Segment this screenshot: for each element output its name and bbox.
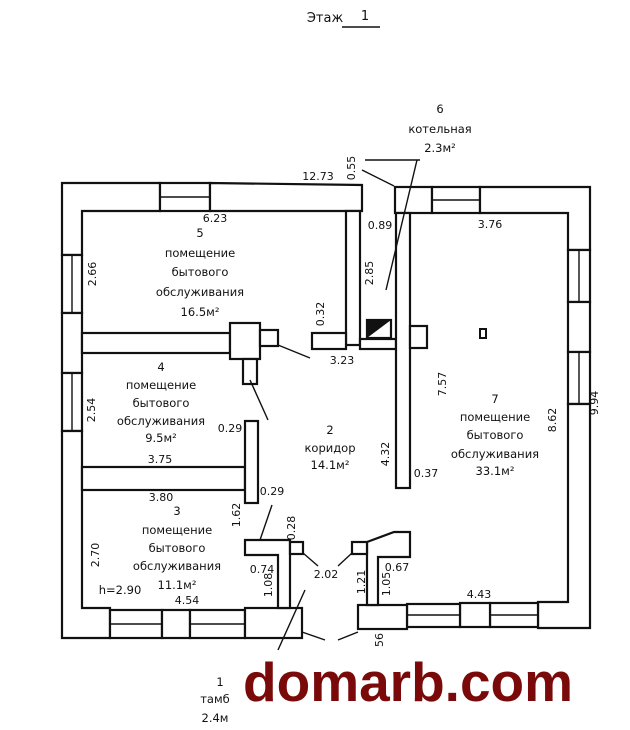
svg-text:9.5м²: 9.5м² — [145, 431, 177, 445]
svg-text:6: 6 — [436, 102, 443, 116]
svg-text:4.32: 4.32 — [379, 442, 392, 467]
room-2-label: 2 коридор 14.1м² — [304, 423, 355, 472]
svg-text:бытового: бытового — [467, 428, 524, 442]
svg-text:обслуживания: обслуживания — [156, 285, 244, 299]
svg-text:3.76: 3.76 — [478, 218, 503, 231]
svg-text:0.29: 0.29 — [218, 422, 243, 435]
svg-text:0.28: 0.28 — [285, 516, 298, 541]
svg-text:3.23: 3.23 — [330, 354, 355, 367]
svg-text:1.05: 1.05 — [380, 572, 393, 597]
svg-text:1.62: 1.62 — [230, 503, 243, 528]
room-5-label: 5 помещение бытового обслуживания 16.5м² — [156, 226, 244, 319]
room-4-label: 4 помещение бытового обслуживания 9.5м² — [117, 360, 205, 445]
svg-text:4.43: 4.43 — [467, 588, 492, 601]
svg-text:9.94: 9.94 — [588, 391, 601, 416]
svg-text:помещение: помещение — [165, 246, 235, 260]
svg-text:0.32: 0.32 — [314, 302, 327, 327]
svg-text:тамб: тамб — [200, 692, 230, 706]
svg-text:бытового: бытового — [172, 265, 229, 279]
svg-text:0.67: 0.67 — [385, 561, 410, 574]
svg-text:2.70: 2.70 — [89, 543, 102, 568]
svg-text:2.02: 2.02 — [314, 568, 339, 581]
svg-text:14.1м²: 14.1м² — [311, 458, 350, 472]
svg-text:2.3м²: 2.3м² — [424, 141, 456, 155]
svg-text:11.1м²: 11.1м² — [158, 578, 197, 592]
walls — [60, 159, 592, 651]
svg-text:бытового: бытового — [149, 541, 206, 555]
ceiling-height: h=2.90 — [99, 583, 142, 597]
svg-text:0.89: 0.89 — [368, 219, 393, 232]
floor-number: 1 — [361, 9, 369, 24]
svg-text:0.55: 0.55 — [345, 156, 358, 181]
svg-text:0.29: 0.29 — [260, 485, 285, 498]
room-3-label: 3 помещение бытового обслуживания 11.1м²… — [99, 504, 221, 597]
svg-text:4: 4 — [157, 360, 164, 374]
svg-text:помещение: помещение — [142, 523, 212, 537]
svg-text:2.66: 2.66 — [86, 262, 99, 287]
svg-text:обслуживания: обслуживания — [133, 559, 221, 573]
svg-text:обслуживания: обслуживания — [451, 447, 539, 461]
svg-text:2.85: 2.85 — [363, 261, 376, 286]
svg-text:2.54: 2.54 — [85, 398, 98, 423]
svg-text:обслуживания: обслуживания — [117, 414, 205, 428]
svg-text:2.4м: 2.4м — [202, 711, 229, 725]
svg-text:0.37: 0.37 — [414, 467, 439, 480]
svg-text:котельная: котельная — [408, 122, 471, 136]
room-1-label: 1 тамб 2.4м — [200, 675, 230, 725]
svg-text:4.54: 4.54 — [175, 594, 200, 607]
svg-text:3.75: 3.75 — [148, 453, 173, 466]
svg-text:56: 56 — [373, 633, 386, 647]
svg-text:1: 1 — [216, 675, 223, 689]
svg-text:1.08: 1.08 — [262, 573, 275, 598]
floor-label: Этаж — [307, 11, 344, 26]
svg-text:12.73: 12.73 — [302, 170, 334, 183]
svg-text:8.62: 8.62 — [546, 408, 559, 433]
room-7-label: 7 помещение бытового обслуживания 33.1м² — [451, 392, 539, 478]
svg-text:2: 2 — [326, 423, 333, 437]
svg-text:16.5м²: 16.5м² — [181, 305, 220, 319]
svg-text:6.23: 6.23 — [203, 212, 228, 225]
svg-text:7.57: 7.57 — [436, 372, 449, 397]
svg-text:коридор: коридор — [304, 441, 355, 455]
room-6-label: 6 котельная 2.3м² — [408, 102, 471, 155]
svg-text:1.21: 1.21 — [355, 570, 368, 595]
svg-text:помещение: помещение — [460, 410, 530, 424]
watermark: domarb.com — [243, 651, 574, 713]
dimension-labels: 12.73 0.55 6.23 2.66 0.32 2.85 0.89 3.76… — [85, 156, 601, 647]
svg-text:33.1м²: 33.1м² — [476, 464, 515, 478]
svg-text:7: 7 — [491, 392, 498, 406]
svg-text:помещение: помещение — [126, 378, 196, 392]
svg-text:5: 5 — [196, 226, 203, 240]
svg-text:3: 3 — [173, 504, 180, 518]
svg-text:3.80: 3.80 — [149, 491, 174, 504]
svg-text:бытового: бытового — [133, 396, 190, 410]
svg-text:0.74: 0.74 — [250, 563, 275, 576]
